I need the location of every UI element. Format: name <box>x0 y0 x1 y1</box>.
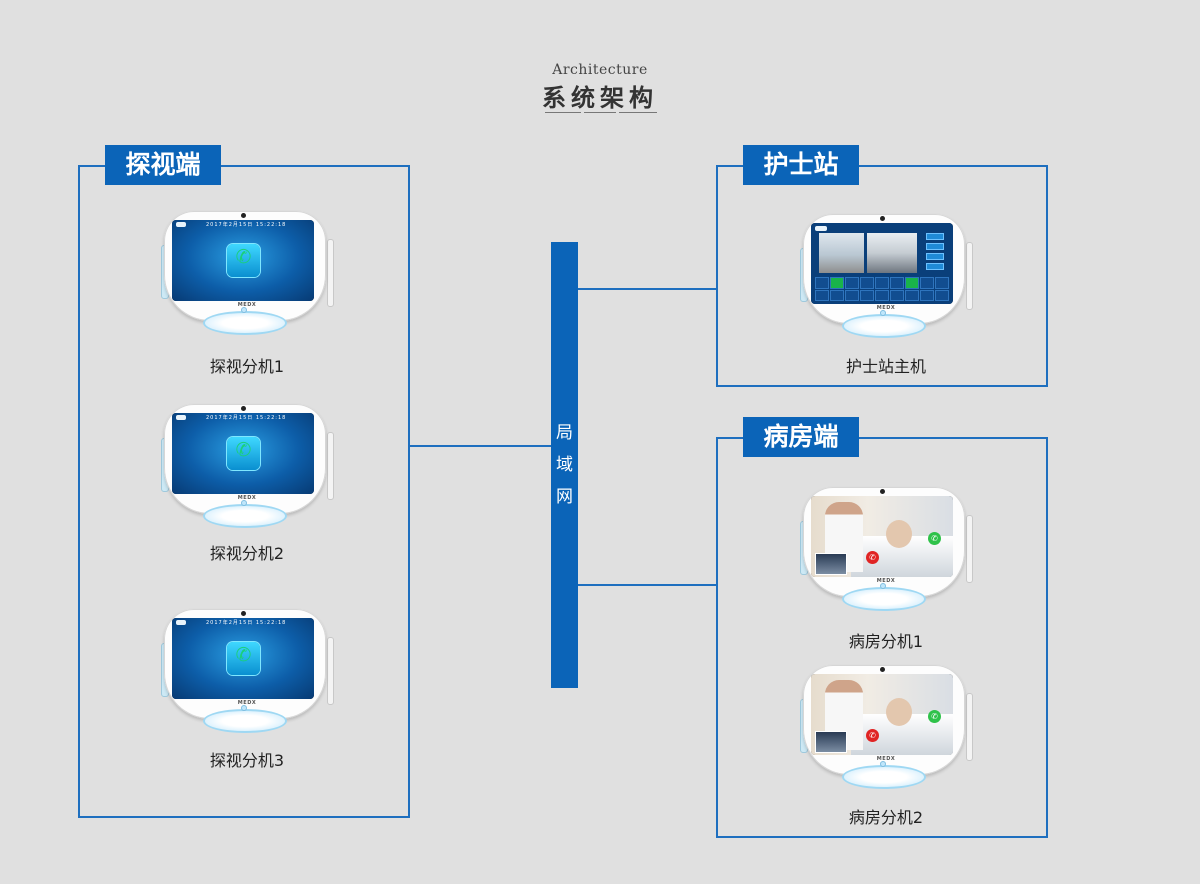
brand-logo: MEDX <box>876 756 896 762</box>
logo-icon <box>176 620 186 625</box>
device-screen: 2017年2月15日 15:22:18 ✆ <box>172 220 314 301</box>
patient <box>886 698 912 726</box>
hangup-icon[interactable]: ✆ <box>866 551 879 564</box>
ward-group-title: 病房端 <box>743 417 859 457</box>
answer-icon[interactable]: ✆ <box>928 532 941 545</box>
home-button[interactable] <box>880 761 886 767</box>
camera-icon <box>241 611 246 616</box>
handset <box>966 515 973 583</box>
answer-icon[interactable]: ✆ <box>928 710 941 723</box>
handset <box>327 432 334 500</box>
device-base <box>842 314 926 338</box>
title-underline-right <box>619 112 657 113</box>
doctor-video <box>867 233 917 273</box>
control-panel[interactable] <box>921 233 949 273</box>
home-button[interactable] <box>241 705 247 711</box>
camera-icon <box>880 489 885 494</box>
patient <box>886 520 912 548</box>
device-screen <box>811 223 953 304</box>
brand-logo: MEDX <box>237 700 257 706</box>
brand-logo: MEDX <box>876 578 896 584</box>
visit-device-1[interactable]: 2017年2月15日 15:22:18 ✆ MEDX <box>161 205 334 337</box>
visit-device-1-label: 探视分机1 <box>209 357 285 376</box>
title-en: Architecture <box>552 62 648 78</box>
screen-time: 2017年2月15日 15:22:18 <box>206 620 287 626</box>
visit-device-3-label: 探视分机3 <box>209 751 285 770</box>
device-screen: 2017年2月15日 15:22:18 ✆ <box>172 618 314 699</box>
phone-icon[interactable]: ✆ <box>227 642 260 675</box>
nurse-group-box <box>716 165 1048 387</box>
logo-icon <box>176 415 186 420</box>
ward-device-1-label: 病房分机1 <box>848 632 924 651</box>
connector-visit <box>409 445 551 447</box>
ward-device-2-label: 病房分机2 <box>848 808 924 827</box>
visit-group-box <box>78 165 410 818</box>
ward-device-2[interactable]: ✆ ✆ MEDX <box>800 659 973 791</box>
brand-logo: MEDX <box>876 305 896 311</box>
phone-icon[interactable]: ✆ <box>227 437 260 470</box>
device-base <box>203 311 287 335</box>
home-button[interactable] <box>241 307 247 313</box>
self-view <box>815 731 847 753</box>
nurse-device-1[interactable]: MEDX <box>800 208 973 340</box>
device-base <box>842 765 926 789</box>
device-base <box>842 587 926 611</box>
visit-device-2[interactable]: 2017年2月15日 15:22:18 ✆ MEDX <box>161 398 334 530</box>
nurse-group-title: 护士站 <box>743 145 859 185</box>
ward-group-box <box>716 437 1048 838</box>
camera-icon <box>880 216 885 221</box>
title-underline-left <box>545 112 581 113</box>
home-button[interactable] <box>880 583 886 589</box>
home-button[interactable] <box>880 310 886 316</box>
home-button[interactable] <box>241 500 247 506</box>
hangup-icon[interactable]: ✆ <box>866 729 879 742</box>
device-base <box>203 504 287 528</box>
phone-icon[interactable]: ✆ <box>227 244 260 277</box>
handset <box>327 637 334 705</box>
screen-time: 2017年2月15日 15:22:18 <box>206 415 287 421</box>
device-screen: ✆ ✆ <box>811 496 953 577</box>
device-base <box>203 709 287 733</box>
device-screen: ✆ ✆ <box>811 674 953 755</box>
visit-group-title: 探视端 <box>105 145 221 185</box>
self-view <box>815 553 847 575</box>
screen-time: 2017年2月15日 15:22:18 <box>206 222 287 228</box>
logo-icon <box>176 222 186 227</box>
handset <box>327 239 334 307</box>
brand-logo: MEDX <box>237 495 257 501</box>
logo-icon <box>815 226 827 231</box>
visit-device-3[interactable]: 2017年2月15日 15:22:18 ✆ MEDX <box>161 603 334 735</box>
title-underline-mid <box>584 112 616 113</box>
patient-video <box>819 233 864 273</box>
handset <box>966 693 973 761</box>
lan-char-2: 域 <box>556 455 573 475</box>
camera-icon <box>241 406 246 411</box>
handset <box>966 242 973 310</box>
lan-char-3: 网 <box>556 487 573 507</box>
ward-device-1[interactable]: ✆ ✆ MEDX <box>800 481 973 613</box>
lan-bar: 局 域 网 <box>551 242 578 688</box>
lan-char-1: 局 <box>556 423 573 443</box>
bed-grid[interactable] <box>815 277 949 301</box>
nurse-device-1-label: 护士站主机 <box>845 357 926 376</box>
brand-logo: MEDX <box>237 302 257 308</box>
visit-device-2-label: 探视分机2 <box>209 544 285 563</box>
connector-nurse <box>578 288 718 290</box>
device-screen: 2017年2月15日 15:22:18 ✆ <box>172 413 314 494</box>
camera-icon <box>241 213 246 218</box>
connector-ward <box>578 584 718 586</box>
title-zh: 系统架构 <box>542 84 658 112</box>
camera-icon <box>880 667 885 672</box>
